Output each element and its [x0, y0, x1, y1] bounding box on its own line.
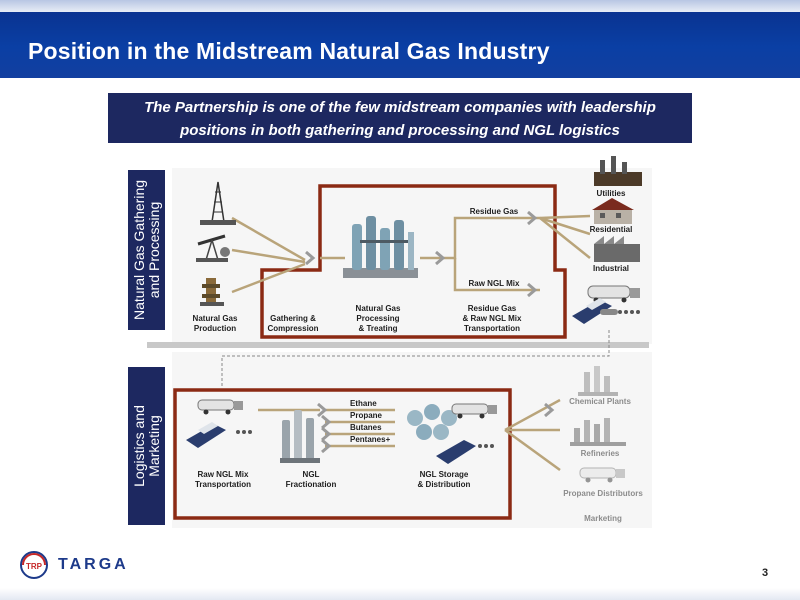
- end-user-utilities: Utilities: [597, 189, 626, 198]
- end-user-industrial: Industrial: [593, 264, 629, 273]
- utilities-icon: [594, 156, 642, 186]
- product-propane: Propane: [350, 411, 383, 420]
- stage-label-transport-l1: Residue Gas: [468, 304, 517, 313]
- ship-icon-top: [572, 298, 612, 324]
- industrial-icon: [594, 236, 640, 262]
- stage-label-storage-l2: & Distribution: [418, 480, 471, 489]
- stage-label-transport-l2: & Raw NGL Mix: [463, 314, 523, 323]
- propane-truck-icon: [579, 467, 625, 483]
- stage-label-processing-l3: & Treating: [358, 324, 397, 333]
- pipeline-icon-top: [600, 309, 640, 315]
- stage-label-processing-l1: Natural Gas: [356, 304, 401, 313]
- gathering-processing-outline: [260, 184, 567, 339]
- product-pentanes: Pentanes+: [350, 435, 391, 444]
- pumpjack-icon: [196, 234, 230, 262]
- targa-logo-icon: TRP: [20, 551, 48, 579]
- bottom-panel-bg: [172, 352, 652, 528]
- stream-label-raw-ngl-mix: Raw NGL Mix: [469, 279, 521, 288]
- truck-icon-bottom-right: [451, 403, 497, 419]
- product-butanes: Butanes: [350, 423, 382, 432]
- refinery-icon: [570, 418, 626, 446]
- separator-bar: [147, 342, 649, 348]
- footer-strip: [0, 588, 800, 600]
- stage-label-gathering-l1: Gathering &: [270, 314, 316, 323]
- page-number: 3: [762, 567, 769, 579]
- customer-refineries: Refineries: [581, 449, 620, 458]
- stream-label-residue-gas: Residue Gas: [470, 207, 519, 216]
- stage-label-fractionation-l2: Fractionation: [286, 480, 337, 489]
- customer-chemical-plants: Chemical Plants: [569, 397, 631, 406]
- gathering-pipes: [231, 214, 591, 472]
- page-title: Position in the Midstream Natural Gas In…: [28, 38, 550, 64]
- customer-propane-distributors: Propane Distributors: [563, 489, 643, 498]
- stage-label-gathering-l2: Compression: [267, 324, 318, 333]
- wellhead-icon: [200, 278, 224, 306]
- end-user-residential: Residential: [590, 225, 633, 234]
- stage-label-production-l2: Production: [194, 324, 236, 333]
- ship-icon-bottom-right: [436, 440, 494, 464]
- truck-icon-bottom-left: [197, 399, 243, 415]
- stage-label-fractionation-l1: NGL: [303, 470, 320, 479]
- fractionation-icon: [280, 410, 320, 463]
- stage-label-ngl-transport-l1: Raw NGL Mix: [198, 470, 250, 479]
- stage-label-processing-l2: Processing: [356, 314, 399, 323]
- logo-emblem-text: TRP: [26, 562, 43, 571]
- ngl-connector-dashed: [221, 330, 610, 388]
- ship-icon-bottom-left: [186, 422, 252, 448]
- logo-name: TARGA: [58, 556, 129, 573]
- processing-plant-icon: [343, 216, 418, 278]
- side-label-logistics: Logistics and Marketing: [128, 367, 165, 525]
- product-ethane: Ethane: [350, 399, 377, 408]
- marketing-label: Marketing: [584, 514, 622, 523]
- banner-line-2: positions in both gathering and processi…: [180, 122, 620, 139]
- banner: The Partnership is one of the few midstr…: [108, 93, 692, 143]
- flow-arrows: [305, 210, 555, 454]
- stage-label-storage-l1: NGL Storage: [420, 470, 469, 479]
- residential-icon: [592, 198, 634, 224]
- stage-label-transport-l3: Transportation: [464, 324, 520, 333]
- logistics-outline: [173, 388, 512, 520]
- banner-line-1: The Partnership is one of the few midstr…: [144, 99, 656, 116]
- truck-icon-top: [587, 285, 640, 303]
- oil-derrick-icon: [200, 181, 236, 225]
- header-strip: [0, 0, 800, 12]
- stage-label-ngl-transport-l2: Transportation: [195, 480, 251, 489]
- storage-spheres-icon: [407, 404, 457, 440]
- side-label-gathering: Natural Gas Gathering and Processing: [128, 170, 165, 330]
- header-bar: [0, 0, 800, 78]
- stage-label-production-l1: Natural Gas: [193, 314, 238, 323]
- chemical-plant-icon: [578, 366, 618, 396]
